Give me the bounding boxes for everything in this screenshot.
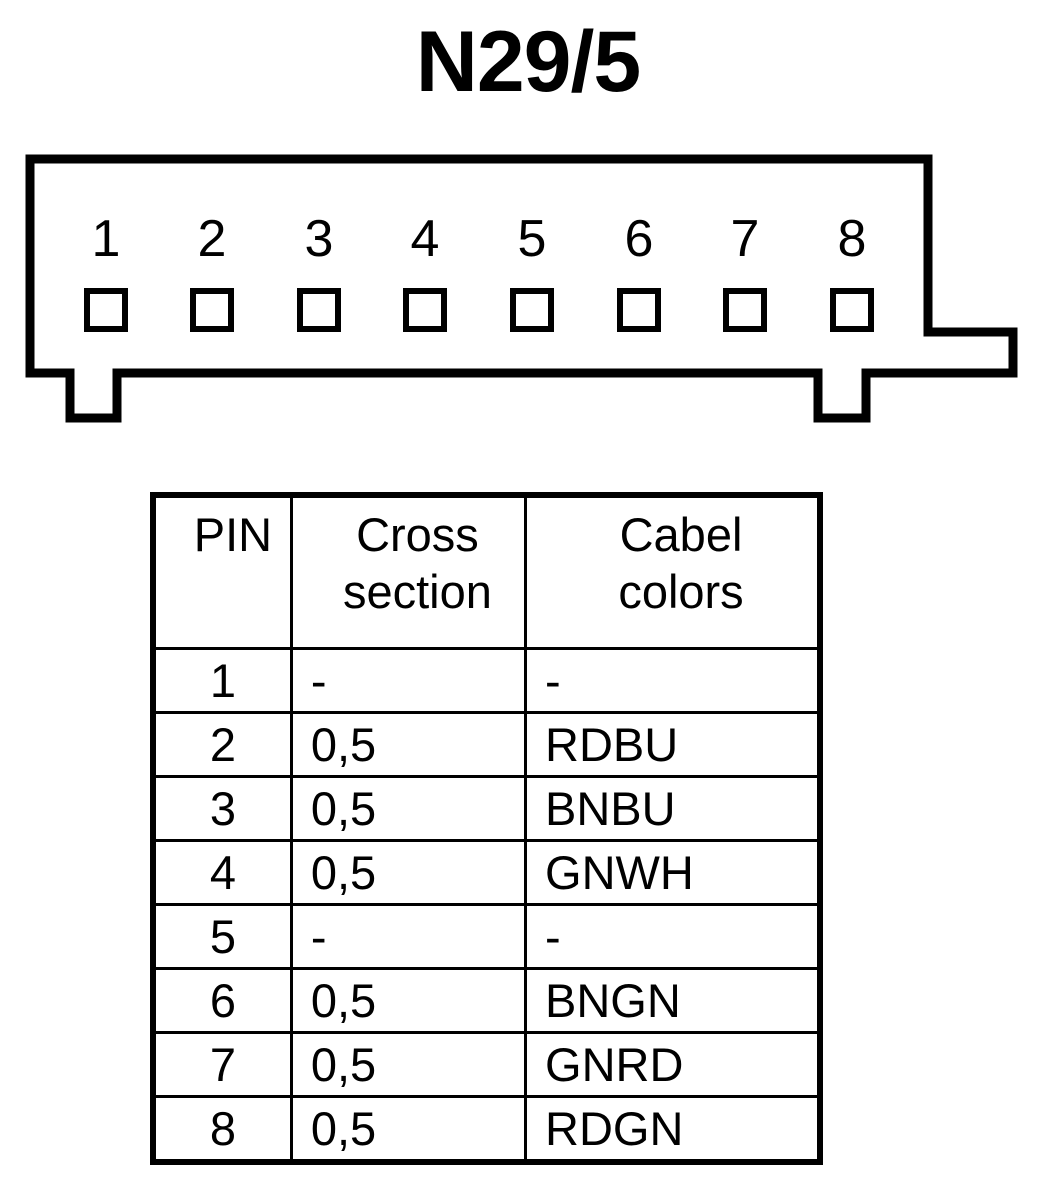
column-header-cross-section: Cross section [289, 495, 528, 650]
cell-cable-colors: GNWH [524, 839, 820, 906]
cell-pin: 3 [153, 775, 293, 842]
table-row: 7 0,5 GNRD [153, 1031, 820, 1098]
pin-number-label: 3 [304, 210, 334, 268]
pin-number-label: 4 [410, 210, 440, 268]
page-title: N29/5 [415, 14, 642, 110]
table-body: 1 - - 2 0,5 RDBU 3 0,5 BNBU 4 0,5 GNWH 5… [153, 647, 820, 1162]
pin-number-label: 5 [517, 210, 547, 268]
cell-pin: 4 [153, 839, 293, 906]
cell-cable-colors: - [524, 903, 820, 970]
column-header-cross-line2: section [342, 565, 492, 618]
table-row: 4 0,5 GNWH [153, 839, 820, 906]
table-header: PIN Cross section Cabel colors [153, 495, 820, 650]
cell-cross-section: 0,5 [289, 967, 528, 1034]
cell-cable-colors: - [524, 647, 820, 714]
cell-cross-section: 0,5 [289, 775, 528, 842]
cell-cross-section: 0,5 [289, 711, 528, 778]
column-header-color-line2: colors [618, 565, 744, 618]
cell-pin: 5 [153, 903, 293, 970]
column-header-pin-line1: PIN [193, 508, 273, 561]
cell-pin: 7 [153, 1031, 293, 1098]
cell-pin: 1 [153, 647, 293, 714]
table-row: 3 0,5 BNBU [153, 775, 820, 842]
column-header-pin: PIN [153, 495, 293, 650]
table-row: 5 - - [153, 903, 820, 970]
cell-pin: 2 [153, 711, 293, 778]
pin-cavity-square [510, 288, 554, 332]
pin-number-label: 6 [624, 210, 654, 268]
pin-cavity-square [297, 288, 341, 332]
column-header-color-line1: Cabel [619, 508, 743, 561]
cell-cross-section: 0,5 [289, 839, 528, 906]
cell-cross-section: 0,5 [289, 1031, 528, 1098]
table-row: 1 - - [153, 647, 820, 714]
table-header-row: PIN Cross section Cabel colors [153, 495, 820, 650]
cell-pin: 6 [153, 967, 293, 1034]
pinout-table: PIN Cross section Cabel colors 1 - - 2 0… [150, 492, 823, 1165]
cell-pin: 8 [153, 1095, 293, 1162]
cell-cable-colors: BNBU [524, 775, 820, 842]
pin-cavity-square [723, 288, 767, 332]
pin-number-label: 1 [91, 210, 121, 268]
pin-cavity-square [190, 288, 234, 332]
cell-cross-section: - [289, 647, 528, 714]
column-header-cabel-colors: Cabel colors [524, 495, 820, 650]
cell-cross-section: - [289, 903, 528, 970]
cell-cable-colors: RDGN [524, 1095, 820, 1162]
cell-cable-colors: RDBU [524, 711, 820, 778]
pin-cavity-square [403, 288, 447, 332]
cell-cable-colors: GNRD [524, 1031, 820, 1098]
table-row: 2 0,5 RDBU [153, 711, 820, 778]
cell-cable-colors: BNGN [524, 967, 820, 1034]
pin-cavity-square [830, 288, 874, 332]
column-header-cross-line1: Cross [356, 508, 479, 561]
pin-number-label: 7 [730, 210, 760, 268]
connector-diagram: 1 2 3 4 5 6 7 8 [0, 145, 1056, 435]
pin-cavity-square [84, 288, 128, 332]
table-row: 8 0,5 RDGN [153, 1095, 820, 1162]
pin-number-label: 2 [197, 210, 227, 268]
pin-number-label: 8 [837, 210, 867, 268]
table-row: 6 0,5 BNGN [153, 967, 820, 1034]
cell-cross-section: 0,5 [289, 1095, 528, 1162]
pin-cavity-square [617, 288, 661, 332]
